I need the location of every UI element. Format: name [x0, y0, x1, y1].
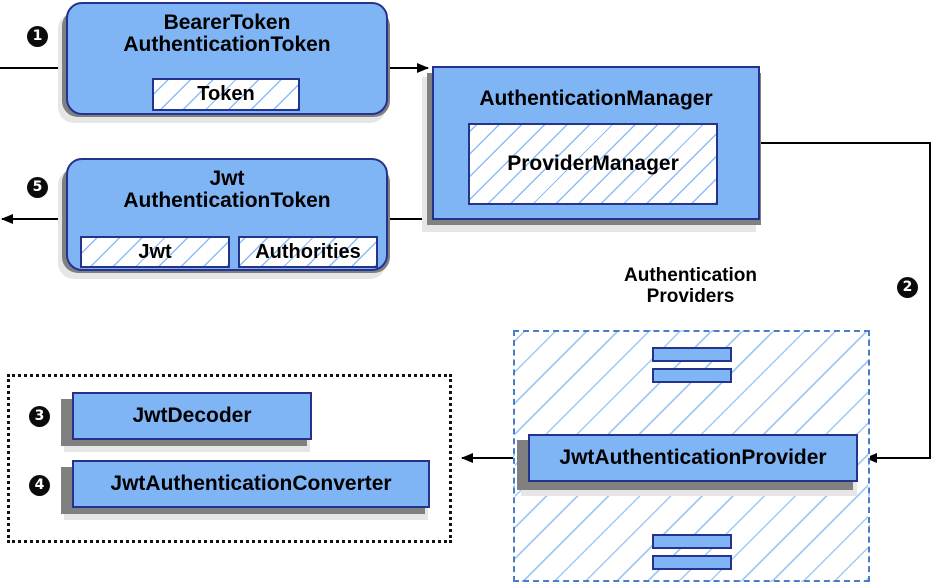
- step-badge-4: 4: [29, 475, 50, 496]
- step-badge-3: 3: [29, 406, 50, 427]
- authentication-manager-title: AuthenticationManager: [479, 87, 713, 110]
- provider-placeholder-bar-top-2: [652, 368, 732, 383]
- provider-placeholder-bar-top-1: [652, 347, 732, 362]
- token-subbox[interactable]: Token: [152, 78, 300, 111]
- step-badge-5: 5: [27, 177, 48, 198]
- jwt-authentication-converter-node[interactable]: JwtAuthenticationConverter: [72, 460, 430, 508]
- authentication-manager-node[interactable]: AuthenticationManager ProviderManager: [432, 66, 760, 220]
- bearer-token-authentication-token-node[interactable]: BearerToken AuthenticationToken Token: [66, 2, 388, 115]
- provider-placeholder-bar-bottom-1: [652, 534, 732, 549]
- jwt-authentication-token-node[interactable]: Jwt AuthenticationToken Jwt Authorities: [66, 158, 388, 271]
- jwt-authentication-token-title: Jwt AuthenticationToken: [123, 167, 331, 213]
- authentication-providers-caption: Authentication Providers: [624, 265, 757, 307]
- jwt-subbox[interactable]: Jwt: [80, 236, 230, 268]
- bearer-token-authentication-token-title: BearerToken AuthenticationToken: [123, 11, 331, 57]
- jwt-authentication-provider-node[interactable]: JwtAuthenticationProvider: [528, 434, 858, 482]
- jwt-support-region: [7, 374, 452, 543]
- provider-placeholder-bar-bottom-2: [652, 555, 732, 570]
- provider-manager-subbox[interactable]: ProviderManager: [468, 123, 718, 205]
- jwt-decoder-label: JwtDecoder: [132, 404, 252, 427]
- jwt-decoder-node[interactable]: JwtDecoder: [72, 392, 312, 440]
- step-badge-1: 1: [27, 26, 48, 47]
- jwt-authentication-converter-label: JwtAuthenticationConverter: [110, 472, 392, 495]
- authorities-subbox[interactable]: Authorities: [238, 236, 378, 268]
- step-badge-2: 2: [897, 277, 918, 298]
- connector-manager-to-provider: [760, 142, 931, 463]
- jwt-authentication-provider-label: JwtAuthenticationProvider: [559, 446, 827, 469]
